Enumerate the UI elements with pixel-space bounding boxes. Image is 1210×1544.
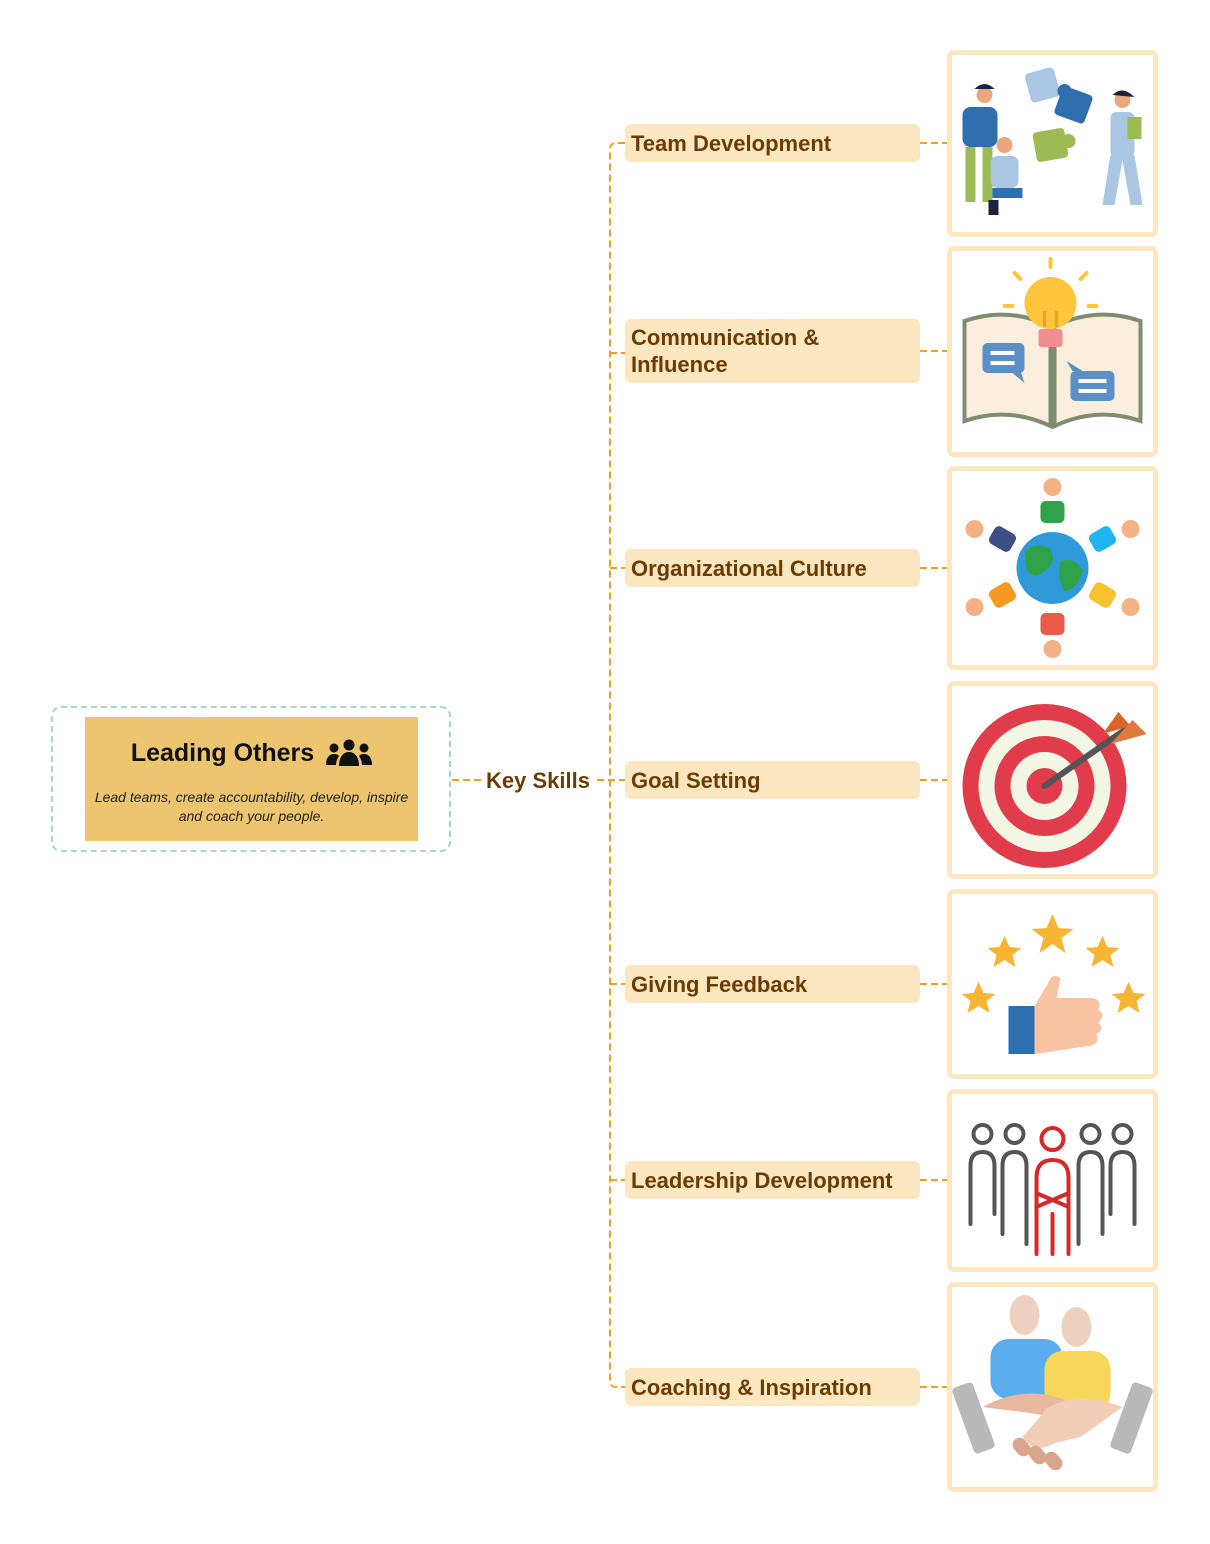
root-description: Lead teams, create accountability, devel…	[94, 789, 409, 824]
people-group-icon	[326, 739, 373, 766]
puzzle-team-icon	[962, 67, 1143, 215]
handshake-icon	[952, 1295, 1153, 1471]
giving-feedback-card	[947, 889, 1158, 1079]
skill-giving-feedback[interactable]: Giving Feedback	[625, 965, 920, 1003]
skill-goal-setting[interactable]: Goal Setting	[625, 761, 920, 799]
leadership-development-card	[947, 1089, 1158, 1272]
skill-organizational-culture[interactable]: Organizational Culture	[625, 549, 920, 587]
root-node[interactable]: Leading Others Lead teams, create accoun…	[85, 717, 418, 841]
goal-setting-card	[947, 681, 1158, 879]
hub-label[interactable]: Key Skills	[486, 768, 590, 793]
root-title-row: Leading Others	[85, 737, 418, 769]
communication-card	[947, 246, 1158, 457]
target-arrow-icon	[962, 704, 1147, 868]
skill-team-development[interactable]: Team Development	[625, 124, 920, 162]
globe-people-icon	[965, 478, 1140, 658]
thumbs-up-stars-icon	[961, 914, 1146, 1054]
root-title: Leading Others	[130, 738, 315, 767]
root-frame	[51, 706, 451, 852]
team-development-card	[947, 50, 1158, 237]
idea-book-chat-icon	[962, 257, 1143, 430]
coaching-inspiration-card	[947, 1282, 1158, 1492]
skill-coaching-inspiration[interactable]: Coaching & Inspiration	[625, 1368, 920, 1406]
organizational-culture-card	[947, 466, 1158, 670]
leader-group-icon	[968, 1123, 1137, 1256]
skill-communication-influence[interactable]: Communication & Influence	[625, 319, 920, 383]
skill-leadership-development[interactable]: Leadership Development	[625, 1161, 920, 1199]
